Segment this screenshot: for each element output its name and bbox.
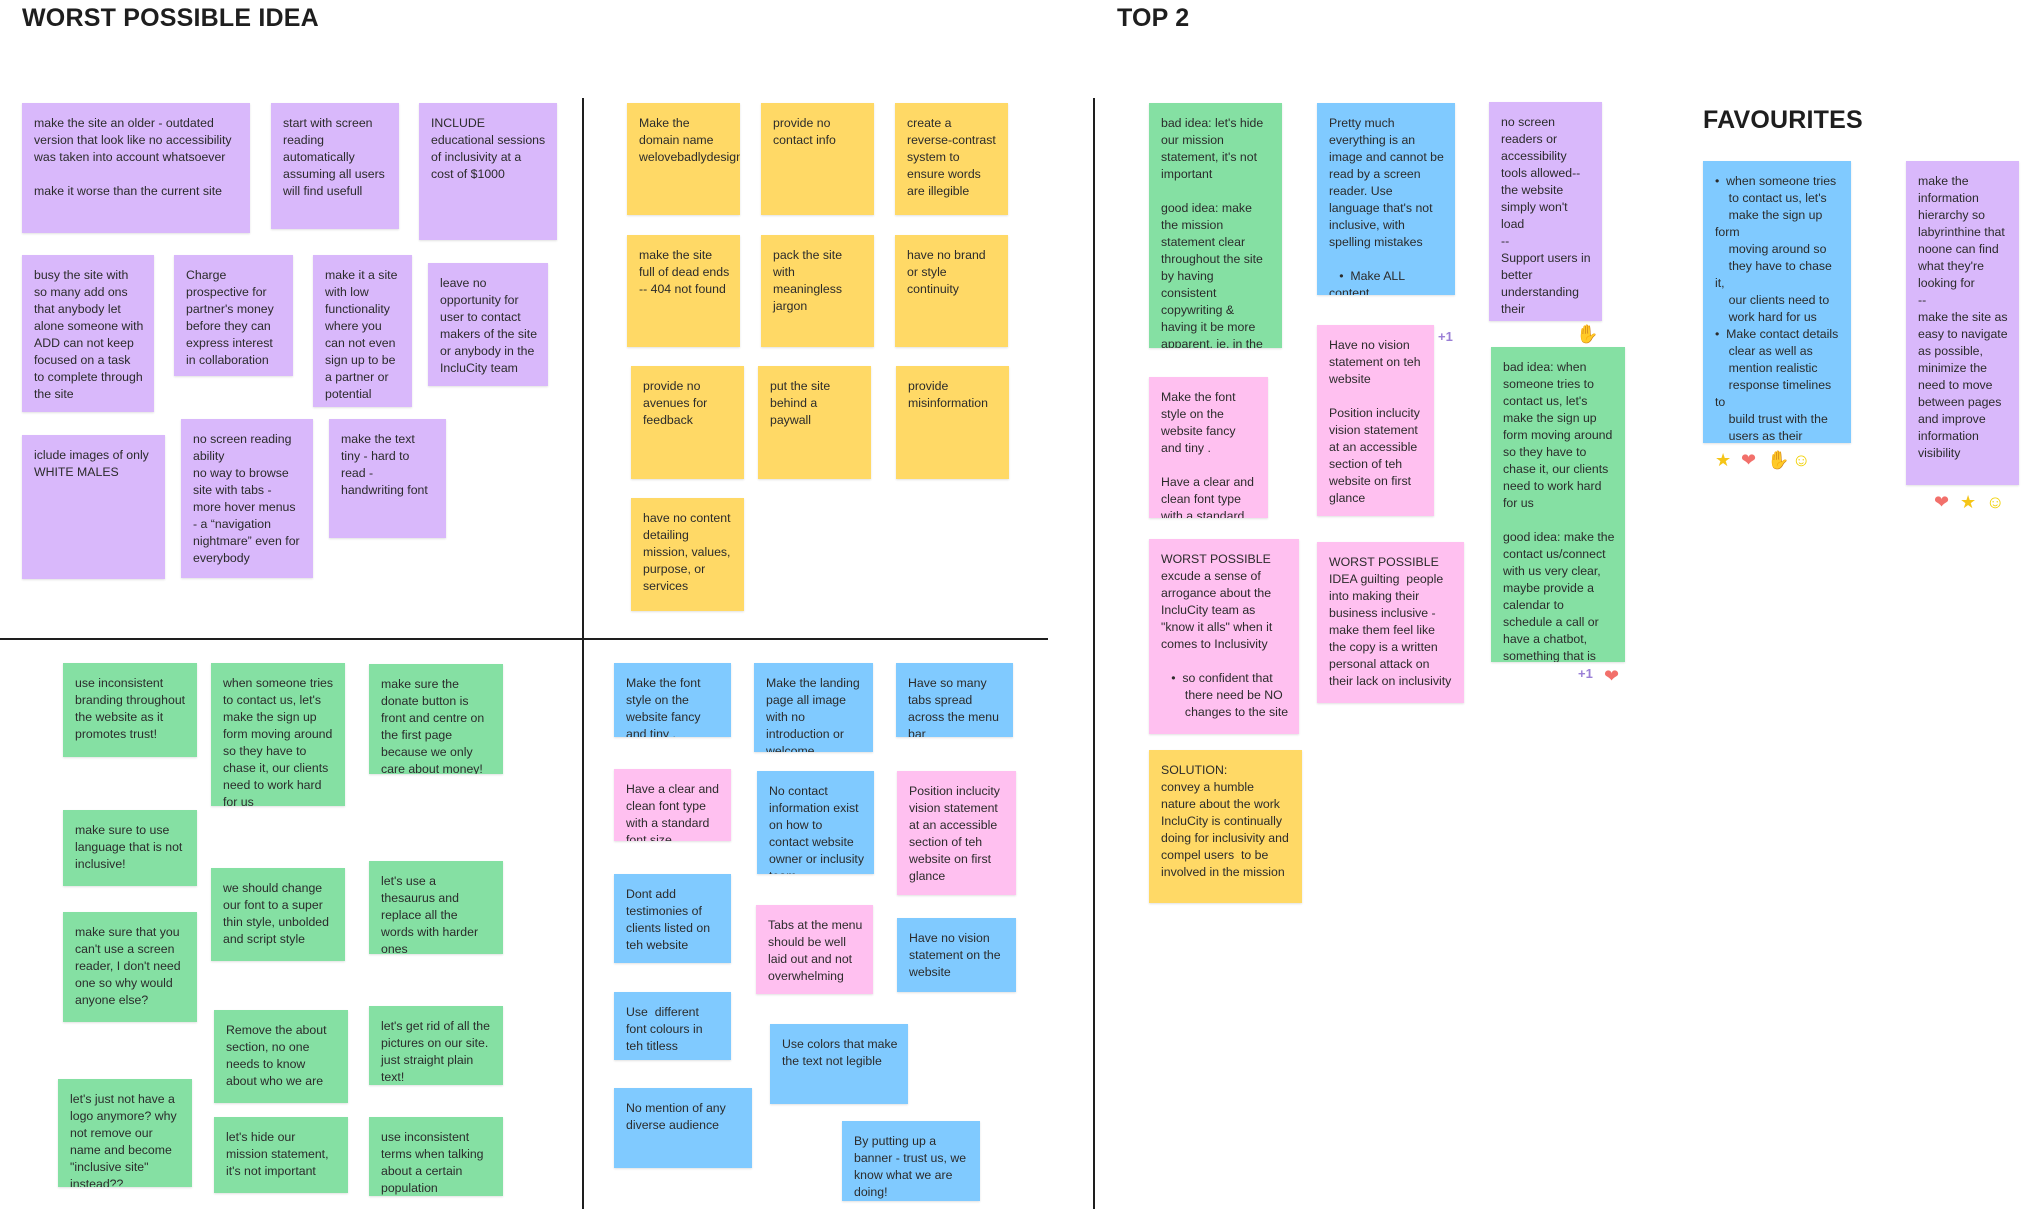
sticky-note-yellow[interactable]: have no brand or style continuity	[895, 235, 1008, 347]
sticky-note-yellow[interactable]: Make the domain name welovebadlydesigned…	[627, 103, 740, 215]
sticky-note-green[interactable]: bad idea: let's hide our mission stateme…	[1149, 103, 1282, 348]
sticky-note-green[interactable]: let's just not have a logo anymore? why …	[58, 1079, 192, 1187]
sticky-note-yellow[interactable]: provide no avenues for feedback	[631, 366, 744, 479]
plus-one-reaction[interactable]: +1	[1578, 666, 1593, 681]
sticky-note-purple[interactable]: start with screen reading automatically …	[271, 103, 399, 229]
sticky-note-purple[interactable]: make the text tiny - hard to read - hand…	[329, 419, 446, 538]
divider-vertical-right	[1093, 98, 1095, 1209]
sticky-note-purple[interactable]: make it a site with low functionality wh…	[313, 255, 412, 407]
divider-vertical-left	[582, 98, 584, 1209]
divider-horizontal	[0, 638, 1048, 640]
sticky-note-blue[interactable]: Have no vision statement on the website	[897, 918, 1016, 992]
star-sticker-icon: ★	[1715, 450, 1732, 470]
sticky-note-blue[interactable]: No contact information exist on how to c…	[757, 771, 874, 874]
sticky-note-yellow[interactable]: create a reverse-contrast system to ensu…	[895, 103, 1008, 215]
sticky-note-yellow[interactable]: provide no contact info	[761, 103, 874, 215]
section-title-worst-possible-idea: WORST POSSIBLE IDEA	[22, 4, 319, 32]
plus-one-reaction[interactable]: +1	[1438, 329, 1453, 344]
sticky-note-green[interactable]: bad idea: when someone tries to contact …	[1491, 347, 1625, 662]
sticky-note-purple[interactable]: make the site an older - outdated versio…	[22, 103, 250, 233]
sticky-note-yellow[interactable]: pack the site with meaningless jargon	[761, 235, 874, 347]
sticky-note-green[interactable]: we should change our font to a super thi…	[211, 868, 345, 961]
section-title-favourites: FAVOURITES	[1703, 106, 1863, 134]
balloon-sticker-icon: ☺	[1792, 450, 1811, 470]
heart-sticker-icon: ❤	[1934, 492, 1950, 512]
sticky-note-pink[interactable]: Have no vision statement on teh website …	[1317, 325, 1434, 516]
sticky-note-blue[interactable]: No mention of any diverse audience	[614, 1088, 752, 1168]
section-title-top-2: TOP 2	[1117, 4, 1190, 32]
sticky-note-purple[interactable]: iclude images of only WHITE MALES	[22, 435, 165, 579]
sticky-note-green[interactable]: make sure the donate button is front and…	[369, 664, 503, 774]
balloon-sticker-icon: ☺	[1986, 492, 2005, 512]
sticky-note-purple[interactable]: INCLUDE educational sessions of inclusiv…	[419, 103, 557, 240]
sticky-note-blue[interactable]: Make the landing page all image with no …	[754, 663, 873, 752]
sticky-note-blue[interactable]: • when someone tries to contact us, let'…	[1703, 161, 1851, 443]
sticky-note-green[interactable]: let's get rid of all the pictures on our…	[369, 1006, 503, 1085]
sticky-note-pink[interactable]: Have a clear and clean font type with a …	[614, 769, 731, 841]
sticky-note-blue[interactable]: Have so many tabs spread across the menu…	[896, 663, 1013, 737]
sticky-note-blue[interactable]: Make the font style on the website fancy…	[614, 663, 731, 737]
clapping-hands-sticker-icon: ✋	[1576, 324, 1599, 344]
sticky-note-yellow[interactable]: provide misinformation	[896, 366, 1009, 479]
sticky-note-purple[interactable]: no screen readers or accessibility tools…	[1489, 102, 1602, 321]
star-sticker-icon: ★	[1960, 492, 1977, 512]
sticky-note-green[interactable]: Remove the about section, no one needs t…	[214, 1010, 348, 1103]
sticky-note-yellow[interactable]: SOLUTION: convey a humble nature about t…	[1149, 750, 1302, 903]
sticky-note-pink[interactable]: Tabs at the menu should be well laid out…	[756, 905, 873, 994]
sticky-note-pink[interactable]: Position inclucity vision statement at a…	[897, 771, 1016, 895]
sticky-note-blue[interactable]: Pretty much everything is an image and c…	[1317, 103, 1455, 295]
sticky-note-blue[interactable]: Use colors that make the text not legibl…	[770, 1024, 908, 1104]
sticky-note-green[interactable]: make sure to use language that is not in…	[63, 810, 197, 886]
sticky-note-pink[interactable]: WORST POSSIBLE IDEA guilting people into…	[1317, 542, 1464, 703]
heart-sticker-icon: ❤	[1604, 666, 1620, 686]
sticky-note-blue[interactable]: Use different font colours in teh titles…	[614, 992, 731, 1060]
sticky-note-green[interactable]: use inconsistent branding throughout the…	[63, 663, 197, 757]
sticky-note-purple[interactable]: Charge prospective for partner's money b…	[174, 255, 293, 376]
sticky-note-green[interactable]: let's hide our mission statement, it's n…	[214, 1117, 348, 1193]
sticky-note-green[interactable]: when someone tries to contact us, let's …	[211, 663, 345, 806]
sticky-note-green[interactable]: use inconsistent terms when talking abou…	[369, 1117, 503, 1196]
sticky-note-blue[interactable]: Dont add testimonies of clients listed o…	[614, 874, 731, 963]
sticky-note-pink[interactable]: WORST POSSIBLE excude a sense of arrogan…	[1149, 539, 1299, 734]
sticky-note-yellow[interactable]: put the site behind a paywall	[758, 366, 871, 479]
sticky-note-pink[interactable]: Make the font style on the website fancy…	[1149, 377, 1268, 518]
sticky-note-green[interactable]: make sure that you can't use a screen re…	[63, 912, 197, 1022]
sticky-note-blue[interactable]: By putting up a banner - trust us, we kn…	[842, 1121, 980, 1201]
sticky-note-purple[interactable]: busy the site with so many add ons that …	[22, 255, 154, 412]
sticky-note-yellow[interactable]: have no content detailing mission, value…	[631, 498, 744, 611]
heart-sticker-icon: ❤	[1741, 450, 1757, 470]
sticky-note-green[interactable]: let's use a thesaurus and replace all th…	[369, 861, 503, 954]
clapping-hands-sticker-icon: ✋	[1767, 450, 1790, 470]
sticky-note-purple[interactable]: make the information hierarchy so labyri…	[1906, 161, 2019, 485]
sticky-note-purple[interactable]: leave no opportunity for user to contact…	[428, 263, 548, 386]
sticky-note-yellow[interactable]: make the site full of dead ends -- 404 n…	[627, 235, 740, 347]
sticky-note-purple[interactable]: no screen reading ability no way to brow…	[181, 419, 313, 578]
